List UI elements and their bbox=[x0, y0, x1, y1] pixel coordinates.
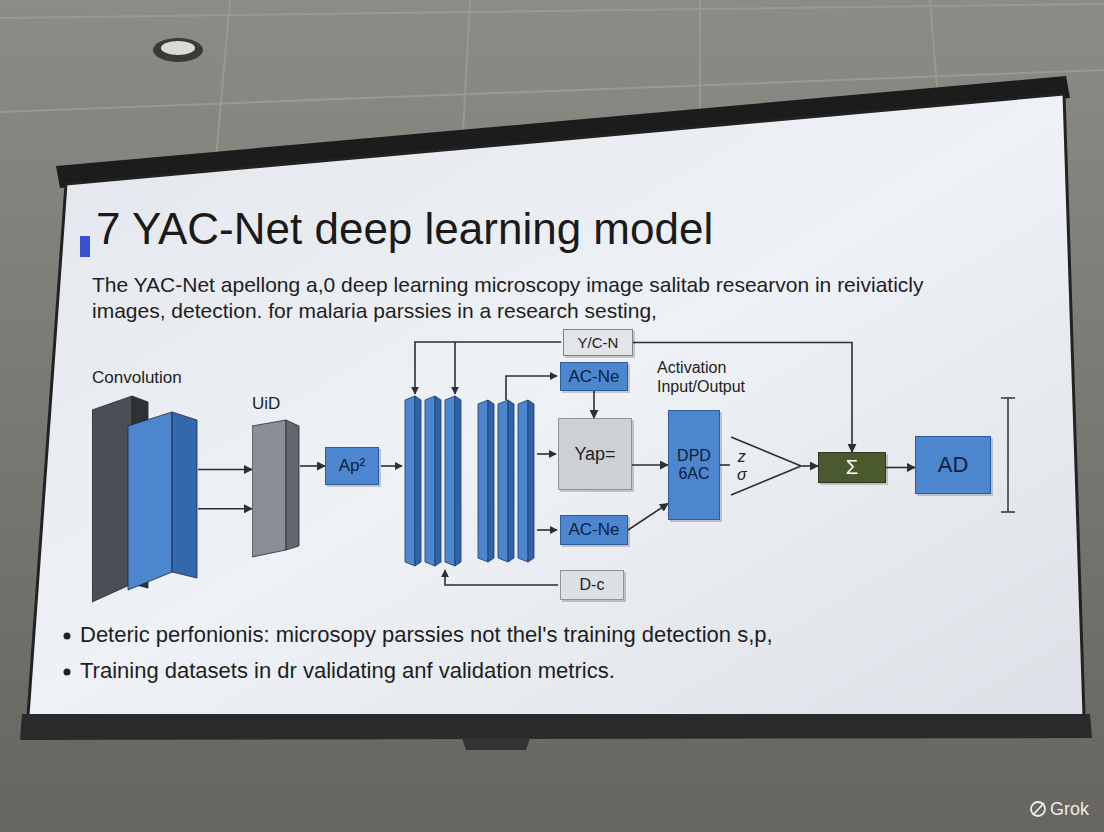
layer-shape bbox=[252, 418, 300, 558]
layer-slab-side bbox=[488, 400, 494, 562]
annotation-text: Activation Input/Output bbox=[657, 358, 769, 396]
slide-title: 7 YAC-Net deep learning model bbox=[96, 203, 713, 255]
layer-slab bbox=[518, 400, 528, 562]
node-label: Σ bbox=[846, 456, 858, 479]
connector-arrow bbox=[628, 504, 668, 531]
node-label: Y/C-N bbox=[578, 334, 619, 351]
node-label: DPD 6AC bbox=[677, 447, 711, 484]
flow-arrow bbox=[537, 453, 556, 455]
watermark-logo-slash bbox=[1033, 803, 1044, 815]
connector-arrow bbox=[198, 508, 252, 510]
layer-slab-side bbox=[415, 396, 421, 566]
watermark-logo bbox=[1031, 802, 1045, 816]
layer-label: UiD bbox=[252, 394, 300, 414]
bullet-text: Training datasets in dr validating anf v… bbox=[80, 658, 1040, 684]
activation-symbol-text: σ bbox=[737, 466, 747, 484]
layer-block: Convolution bbox=[92, 368, 198, 604]
process-box: Ap² bbox=[325, 447, 379, 485]
layer-slab bbox=[498, 400, 508, 562]
node-label: AD bbox=[938, 452, 969, 477]
flow-arrow bbox=[506, 376, 557, 400]
connector-arrow bbox=[720, 464, 730, 466]
title-marker bbox=[80, 236, 90, 257]
ceiling-light bbox=[153, 38, 203, 62]
flow-arrow bbox=[381, 465, 402, 467]
layer-slab-side bbox=[455, 396, 461, 566]
connector-arrow bbox=[633, 343, 852, 453]
activation-outline bbox=[730, 436, 802, 496]
projection-screen bbox=[28, 94, 1084, 716]
bracket bbox=[1001, 398, 1015, 512]
node-label: AC-Ne bbox=[568, 367, 619, 387]
activation-symbol-text: z bbox=[738, 448, 746, 466]
flow-arrow bbox=[454, 342, 456, 394]
layer-slab bbox=[478, 400, 488, 562]
flow-arrow bbox=[537, 529, 557, 531]
bullet-dot bbox=[64, 633, 71, 640]
process-box: DPD 6AC bbox=[668, 410, 720, 520]
layer-label: Convolution bbox=[92, 368, 198, 388]
bullet-dot bbox=[64, 669, 71, 676]
layer-face bbox=[172, 412, 197, 578]
node-label: Yap= bbox=[574, 444, 615, 465]
layer-face bbox=[132, 396, 148, 588]
process-box: Y/C-N bbox=[563, 329, 633, 356]
layer-slab bbox=[445, 396, 455, 566]
bullet-text: Deteric perfonionis: microsopy parssies … bbox=[80, 622, 1040, 648]
layer-slab-side bbox=[435, 396, 441, 566]
watermark-text: Grok bbox=[1050, 798, 1100, 820]
process-box: AD bbox=[915, 436, 991, 494]
connector-arrow bbox=[593, 391, 595, 418]
layer-face bbox=[128, 412, 172, 590]
layer-slab bbox=[405, 396, 415, 566]
layer-shape bbox=[92, 392, 198, 604]
process-box: Yap= bbox=[558, 418, 632, 490]
layer-face bbox=[92, 396, 132, 602]
connector-arrow bbox=[632, 464, 668, 466]
process-box: D-c bbox=[560, 570, 624, 600]
layer-block: UiD bbox=[252, 394, 300, 558]
node-label: AC-Ne bbox=[568, 520, 619, 540]
node-label: Ap² bbox=[339, 456, 365, 476]
screen-pull-handle bbox=[462, 738, 530, 750]
wiring bbox=[381, 342, 561, 585]
screen-bottom-bar bbox=[20, 714, 1092, 740]
connector-arrow bbox=[300, 465, 325, 467]
flow-arrow bbox=[415, 342, 561, 394]
process-box: Σ bbox=[818, 452, 886, 483]
activation-outline-path bbox=[731, 437, 801, 495]
layer-stack bbox=[405, 396, 534, 566]
node-label: D-c bbox=[580, 576, 605, 594]
activation-text-group: zσ bbox=[737, 448, 747, 483]
process-box: AC-Ne bbox=[560, 362, 628, 391]
layer-face bbox=[286, 420, 299, 550]
connector-arrow bbox=[886, 467, 915, 469]
activation-symbol: zσ bbox=[730, 436, 802, 496]
connector-arrow bbox=[802, 465, 818, 467]
layer-slab-side bbox=[508, 400, 514, 562]
ceiling-light-bulb bbox=[161, 41, 195, 55]
connector-arrow bbox=[198, 469, 252, 471]
layer-slab bbox=[425, 396, 435, 566]
flow-arrow bbox=[445, 570, 558, 585]
layer-slab-side bbox=[528, 400, 534, 562]
subtitle-text: The YAC-Net apellong a,0 deep learning m… bbox=[92, 272, 972, 324]
layer-face bbox=[252, 420, 286, 557]
process-box: AC-Ne bbox=[560, 515, 628, 545]
